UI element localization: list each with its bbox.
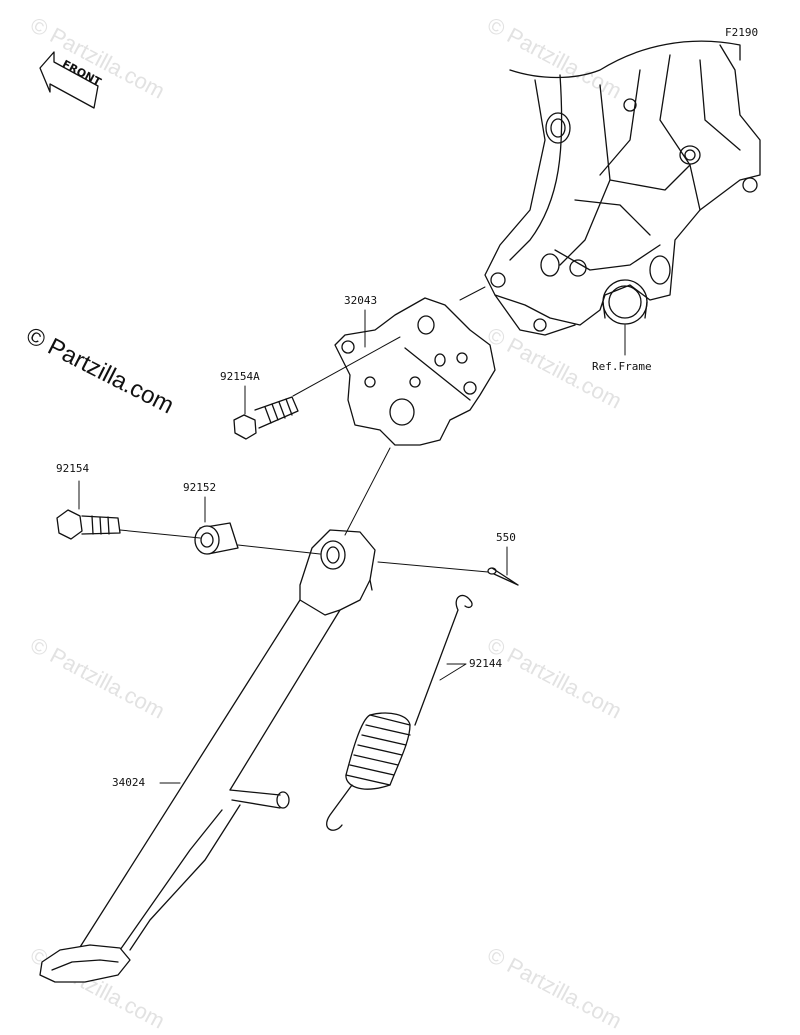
spring-92144-illustration — [326, 594, 473, 831]
bolt-92154A-illustration — [233, 396, 299, 440]
collar-92152-illustration — [194, 522, 239, 555]
leader-lines — [78, 286, 626, 784]
cotter-pin-550-illustration — [487, 567, 519, 586]
front-arrow-icon — [39, 51, 99, 109]
diagram-code: F2190 — [725, 26, 759, 39]
part-label-34024[interactable]: 34024 — [112, 776, 146, 789]
frame-reference-illustration — [484, 40, 761, 336]
bolt-92154-illustration — [56, 509, 121, 540]
part-label-92154A[interactable]: 92154A — [220, 370, 260, 383]
part-label-32043[interactable]: 32043 — [344, 294, 378, 307]
part-label-550[interactable]: 550 — [496, 531, 516, 544]
part-label-92152[interactable]: 92152 — [183, 481, 217, 494]
ref-frame-label[interactable]: Ref.Frame — [592, 360, 652, 373]
part-label-92144[interactable]: 92144 — [469, 657, 503, 670]
bracket-32043-illustration — [334, 297, 496, 446]
side-stand-34024-illustration — [39, 529, 376, 983]
part-label-92154[interactable]: 92154 — [56, 462, 90, 475]
